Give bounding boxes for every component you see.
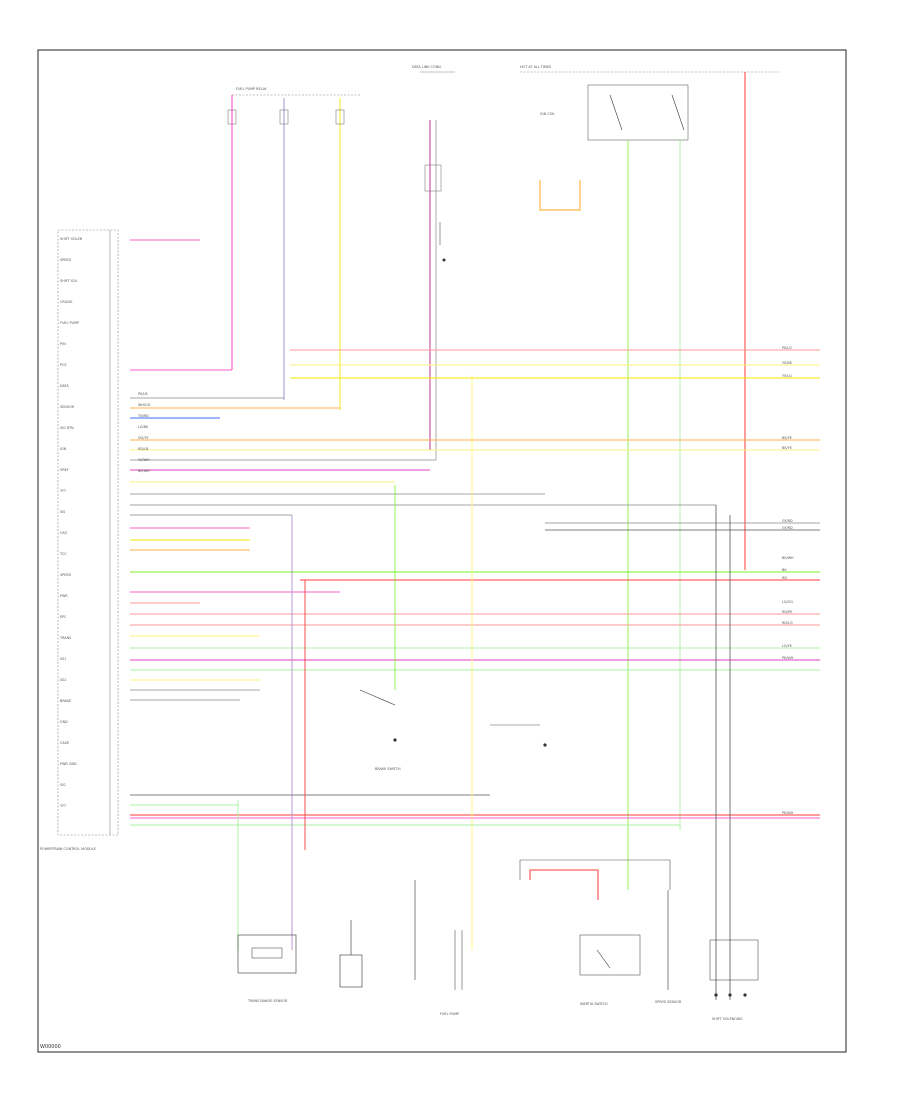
right-wire-label: YE/LG	[782, 374, 792, 378]
component-shift-sol: SHIFT SOLENOIDS	[712, 1017, 743, 1021]
right-wire-label: BK/YE	[782, 436, 792, 440]
terminal-label: TFT	[59, 489, 67, 493]
terminal-label: OSS	[60, 531, 67, 535]
solenoid-connector	[339, 920, 363, 988]
wire-code: RD/LB	[138, 447, 149, 451]
fuel-pump-module: FUEL PUMP	[414, 880, 463, 1016]
right-labels: PK/LG YE/BK YE/LG BK/YE BK/YE GY/RD GY/RD BK/WH…	[782, 346, 794, 815]
brake-switch: BRAKE SWITCH	[359, 689, 401, 771]
shift-solenoids: SHIFT SOLENOIDS	[709, 939, 759, 1021]
top-connector: FUEL PUMP RELAY	[227, 87, 360, 410]
terminal-label: TRANS	[59, 636, 71, 640]
top-label-1: FUEL PUMP RELAY	[236, 87, 268, 91]
right-wire-label: RD	[782, 576, 787, 580]
component-brake: BRAKE SWITCH	[375, 767, 401, 771]
right-wire-label: RD/LG	[782, 621, 793, 625]
component-inertia: INERTIA SWITCH	[580, 1002, 608, 1006]
footer-code: W00000	[40, 1044, 61, 1050]
component-fuel-pump: FUEL PUMP	[440, 1012, 459, 1016]
sensor-pickup	[490, 724, 547, 747]
inertia-switch: INERTIA SWITCH	[519, 859, 671, 1006]
terminal-label: PWR	[60, 594, 68, 598]
trans-range-sensor: TRANS RANGE SENSOR	[237, 934, 297, 1003]
right-wire-label: LG/OG	[782, 600, 793, 604]
terminal-label: EPC	[60, 615, 67, 619]
wire-code: TN/RD	[137, 414, 149, 418]
top-label-3: IGN COIL	[540, 112, 555, 116]
right-wire-label: YE/BK	[782, 361, 793, 365]
terminal-label: SPEED	[60, 258, 71, 262]
terminal-label: SIG	[60, 783, 66, 787]
terminal-label: GND	[60, 720, 68, 724]
wire-code: LG/BK	[138, 425, 149, 429]
module-label: POWERTRAIN CONTROL MODULE	[40, 847, 96, 851]
speed-sensor: SPEED SENSOR	[655, 890, 682, 1004]
right-wire-label: PK/WH	[782, 656, 794, 660]
terminal-label: PWR GND	[60, 762, 77, 766]
terminal-label: SHIFT SOL	[60, 279, 78, 283]
right-wire-label: BK	[782, 568, 787, 572]
terminal-label: TCC	[59, 552, 67, 556]
right-wire-label: BK/WH	[782, 556, 794, 560]
pcm-module: SHIFT SOLEN SPEED SHIFT SOL CRUISE FUEL PUMP…	[40, 229, 119, 851]
right-wire-label: GY/RD	[782, 519, 793, 523]
terminal-label: SIG RTN	[60, 426, 74, 430]
terminal-label: P/N	[60, 342, 66, 346]
terminal-label: SENSOR	[60, 405, 75, 409]
top-label-2: HOT AT ALL TIMES	[520, 65, 551, 69]
terminal-label: BRAKE	[60, 699, 71, 703]
terminal-label: CRUISE	[60, 300, 73, 304]
terminal-label: DATA	[60, 384, 69, 388]
component-data-link: DATA LINK CONN	[412, 65, 441, 69]
right-wire-label: LG/YE	[782, 644, 792, 648]
component-speed: SPEED SENSOR	[655, 1000, 682, 1004]
wire-code: PK/LB	[138, 392, 148, 396]
terminal-label: FUEL PUMP	[60, 321, 79, 325]
terminal-label: SS1	[60, 657, 66, 661]
terminal-label: SPEED	[60, 573, 71, 577]
fuel-pump-relay: HOT AT ALL TIMES IGN COIL	[520, 65, 780, 890]
data-link-connector: DATA LINK CONN	[412, 65, 455, 460]
terminal-label: PCS	[60, 363, 67, 367]
terminal-label: IGN	[60, 447, 67, 451]
wire-code: DG/YE	[138, 436, 149, 440]
right-wire-label: PK/LG	[782, 346, 792, 350]
wire-code: BK/WH	[138, 469, 150, 473]
terminal-label: CASE	[60, 741, 69, 745]
wire-code: WH/OG	[138, 403, 151, 407]
terminal-label: ISS	[60, 510, 65, 514]
component-trs: TRANS RANGE SENSOR	[247, 999, 288, 1003]
right-wire-label: GY/RD	[782, 526, 793, 530]
terminal-label: TFT	[59, 804, 67, 808]
right-wire-label: RD/PK	[782, 610, 793, 614]
right-wire-label: PK/WH	[782, 811, 794, 815]
terminal-label: SS2	[60, 678, 66, 682]
wire-bundle: PK/LB WH/OG TN/RD LG/BK DG/YE RD/LB GY/WH BK/WH	[130, 239, 820, 826]
diagram-border	[37, 49, 847, 1053]
terminal-label: SHIFT SOLEN	[60, 237, 83, 241]
terminal-label: VREF	[60, 468, 69, 472]
wire-code: GY/WH	[138, 458, 150, 462]
right-wire-label: BK/YE	[782, 446, 792, 450]
